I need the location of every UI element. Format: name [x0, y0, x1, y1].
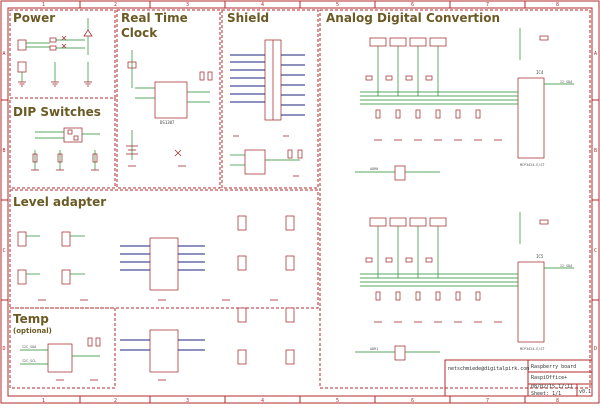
title-block: netschmiede@digitalpirk.com Raspberry bo… [444, 359, 593, 397]
ruler-bottom-1: 1 [42, 398, 45, 404]
rtc-circuit: DS1307 [126, 50, 213, 167]
adc-top-circuit: IC4 MCP3424-E/ST I2_SDA ADR0 [355, 28, 574, 181]
adc-top-sda-net: I2_SDA [560, 80, 572, 84]
section-title-temp: Temp [13, 312, 49, 326]
temp-scl-net: I2C_SCL [22, 359, 36, 363]
adc-top-ic [517, 77, 545, 159]
ruler-top-7: 7 [486, 2, 489, 8]
ruler-left-c: C [3, 248, 6, 254]
dip-switch-circuit [31, 127, 100, 171]
ruler-bottom-8: 8 [556, 398, 559, 404]
ruler-top-5: 5 [336, 2, 339, 8]
adc-bottom-ic-label: IC5 [536, 254, 544, 259]
section-title-adc: Analog Digital Convertion [326, 11, 500, 25]
title-date: 08/02/15 17:11 [531, 384, 573, 390]
ruler-bottom-7: 7 [486, 398, 489, 404]
section-title-temp-note: (optional) [13, 327, 52, 335]
ruler-labels-bottom: 1 2 3 4 5 6 7 8 [42, 398, 559, 404]
adc-top-part-label: MCP3424-E/ST [520, 163, 545, 167]
temp-sda-net: I2C_SDA [22, 345, 36, 349]
ruler-top-4: 4 [261, 2, 264, 8]
ruler-left-b: B [3, 148, 6, 154]
ruler-bottom-6: 6 [411, 398, 414, 404]
ruler-bottom-5: 5 [336, 398, 339, 404]
adc-bottom-sda-net: I2_SDA [560, 264, 572, 268]
section-title-level: Level adapter [13, 195, 106, 209]
section-title-rtc-line2: Clock [121, 26, 158, 40]
ruler-labels-top: 1 2 3 4 5 6 7 8 [42, 2, 559, 8]
ruler-bottom-3: 3 [186, 398, 189, 404]
ruler-bottom-2: 2 [114, 398, 117, 404]
ruler-top-8: 8 [556, 2, 559, 8]
ruler-top-1: 1 [42, 2, 45, 8]
adc-top-ic-label: IC4 [536, 70, 544, 75]
ruler-bottom-4: 4 [261, 398, 264, 404]
title-email: netschmiede@digitalpirk.com [448, 366, 529, 372]
ruler-right-c: C [594, 248, 597, 254]
adc-bottom-part-label: MCP3424-E/ST [520, 347, 545, 351]
section-title-power: Power [13, 11, 55, 25]
ruler-left-d: D [3, 346, 6, 352]
section-title-rtc-line1: Real Time [121, 11, 188, 25]
adc-addr0-net: ADR0 [370, 167, 378, 171]
ruler-right-d: D [594, 346, 597, 352]
ruler-left-a: A [3, 51, 6, 57]
title-rev: v0.1 [579, 389, 591, 395]
title-board: Raspberry board [531, 364, 576, 370]
temp-circuit: I2C_SDA I2C_SCL [20, 337, 101, 381]
title-sheet: Sheet: 1/1 [531, 391, 561, 397]
ruler-top-3: 3 [186, 2, 189, 8]
adc-bottom-ic [517, 261, 545, 343]
ruler-labels-side: A B C D A B C D [3, 51, 598, 352]
title-project: RaspiOffice+ [531, 375, 567, 381]
shield-circuit [230, 39, 305, 177]
adc-addr1-net: ADR1 [370, 347, 378, 351]
ruler-top-2: 2 [114, 2, 117, 8]
section-title-dip: DIP Switches [13, 105, 101, 119]
level-adapter-circuit [17, 215, 295, 381]
ruler-top-6: 6 [411, 2, 414, 8]
rtc-ic-label: DS1307 [160, 120, 175, 125]
section-boundaries [9, 9, 591, 389]
ruler-right-b: B [594, 148, 597, 154]
power-circuit [17, 18, 93, 87]
section-title-shield: Shield [227, 11, 269, 25]
adc-bottom-circuit: IC5 MCP3424-E/ST I2_SDA ADR1 [355, 212, 574, 361]
ruler-right-a: A [594, 51, 597, 57]
